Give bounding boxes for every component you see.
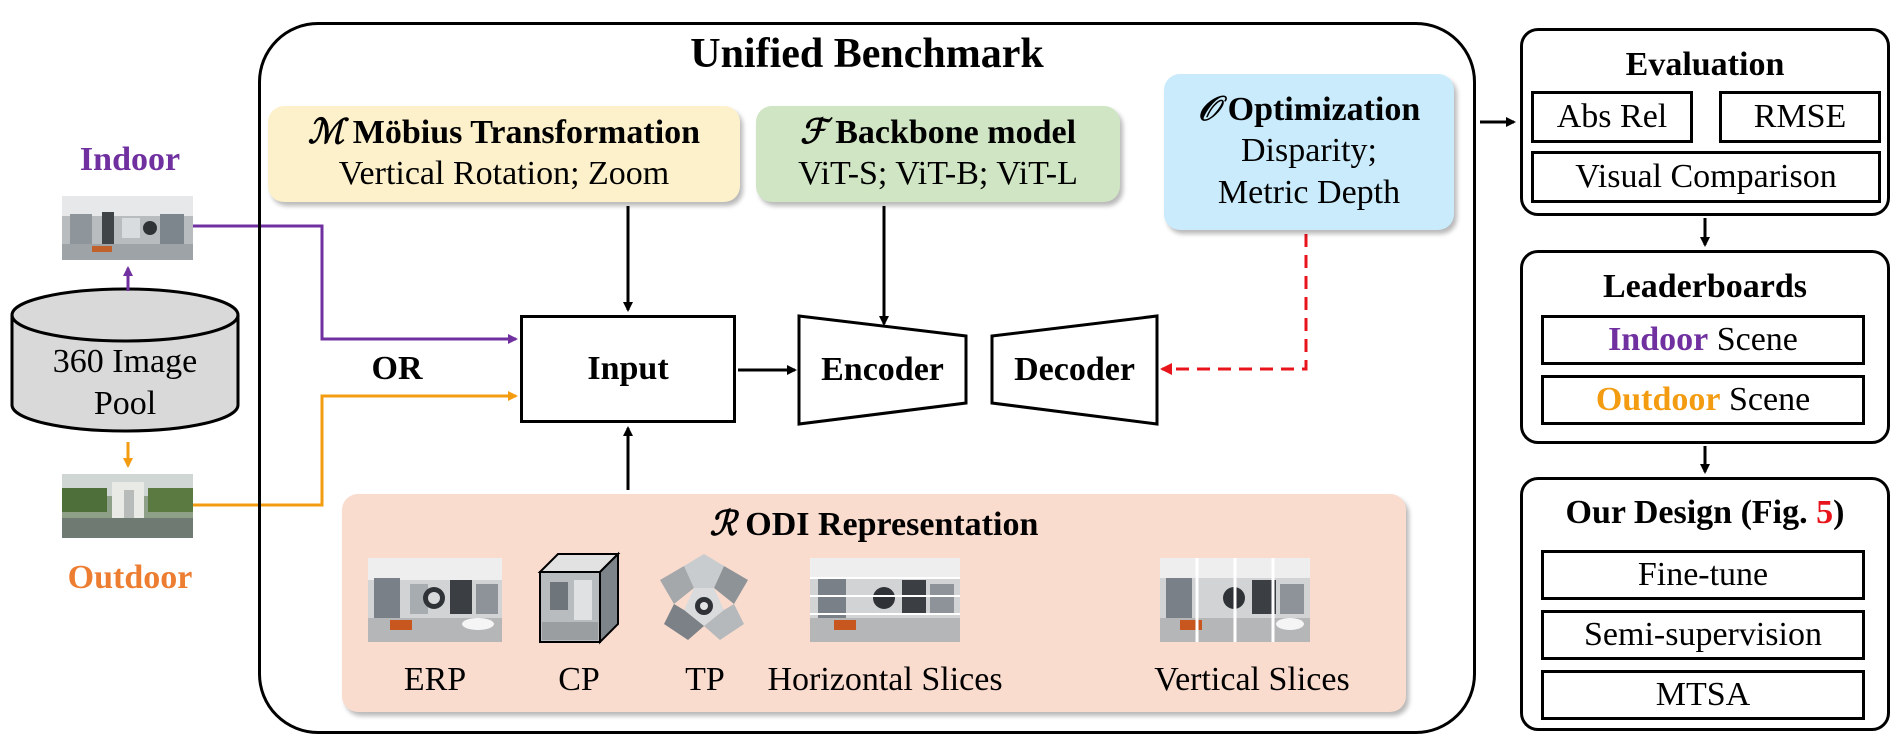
optimization-symbol: 𝒪 [1197,91,1220,128]
representation-title: ℛ ODI Representation [342,500,1406,550]
erp-image [368,558,502,642]
design-fig-number[interactable]: 5 [1816,494,1834,531]
leaderboards-title: Leaderboards [1603,268,1807,305]
cp-image [536,550,622,646]
indoor-image [62,196,193,260]
pool-line-2: Pool [93,385,157,422]
mobius-module: ℳ Möbius Transformation Vertical Rotatio… [268,106,740,202]
design-item-fine-tune: Fine-tune [1541,550,1865,600]
representation-item-tp: TP [685,661,725,698]
our-design-panel: Our Design (Fig. 5) Fine-tune Semi-super… [1520,477,1890,731]
mobius-subtitle: Vertical Rotation; Zoom [338,155,670,192]
representation-item-erp: ERP [403,661,467,698]
backbone-title: ℱ Backbone model [800,113,1076,153]
or-label: OR [371,350,423,387]
leaderboard-indoor-scene: Indoor Scene [1541,315,1865,365]
evaluation-panel: Evaluation Abs Rel RMSE Visual Compariso… [1520,28,1890,216]
backbone-module: ℱ Backbone model ViT-S; ViT-B; ViT-L [756,106,1120,202]
design-item-semi-supervision: Semi-supervision [1541,610,1865,660]
image-pool-cylinder [10,287,240,433]
leaderboards-panel: Leaderboards Indoor Scene Outdoor Scene [1520,250,1890,444]
pool-line-1: 360 Image [52,343,198,380]
design-title-prefix: Our Design (Fig. [1565,494,1817,531]
decoder-shape [990,314,1159,426]
representation-item-horizontal-slices: Horizontal Slices [767,661,1003,698]
representation-item-cp: CP [558,661,600,698]
decoder-label: Decoder [1014,351,1135,388]
backbone-title-text: Backbone model [835,114,1077,151]
indoor-label: Indoor [79,141,181,178]
mobius-title: ℳ Möbius Transformation [308,113,700,153]
representation-item-vertical-slices: Vertical Slices [1154,661,1350,698]
mobius-title-text: Möbius Transformation [352,114,701,151]
indoor-to-input-arrow [193,224,518,344]
leaderboard-indoor-scene-word: Scene [1716,321,1798,358]
optimization-to-decoder-arrow [1160,234,1308,375]
design-item-mtsa: MTSA [1541,670,1865,720]
representation-title-text: ODI Representation [745,506,1039,543]
optimization-line-1: Disparity; [1241,132,1377,169]
leaderboard-indoor-word: Indoor [1608,321,1709,358]
metric-visual-comparison: Visual Comparison [1531,151,1881,203]
encoder-label: Encoder [821,351,944,388]
backbone-symbol: ℱ [799,114,827,151]
outdoor-to-input-arrow [193,391,518,507]
unified-benchmark-frame [258,22,1476,734]
backbone-subtitle: ViT-S; ViT-B; ViT-L [798,155,1078,192]
outdoor-label: Outdoor [67,559,193,596]
optimization-module: 𝒪 Optimization Disparity; Metric Depth [1164,74,1454,230]
mobius-symbol: ℳ [307,114,345,151]
input-block: Input [520,315,736,423]
metric-rmse: RMSE [1719,91,1881,143]
leaderboard-outdoor-scene: Outdoor Scene [1541,375,1865,425]
tp-image [654,548,754,646]
design-title-suffix: ) [1833,494,1845,531]
leaderboard-outdoor-scene-word: Scene [1729,381,1811,418]
optimization-title-text: Optimization [1227,91,1421,128]
outdoor-image [62,474,193,538]
optimization-title: 𝒪 Optimization [1198,90,1421,130]
representation-symbol: ℛ [709,506,737,543]
encoder-shape [797,314,968,426]
optimization-line-2: Metric Depth [1217,174,1401,211]
horizontal-slices-image [810,558,960,642]
evaluation-title: Evaluation [1625,46,1785,83]
metric-abs-rel: Abs Rel [1531,91,1693,143]
image-pool-label: 360 Image Pool [12,338,238,428]
design-title: Our Design (Fig. 5) [1523,490,1887,536]
odi-representation-module: ℛ ODI Representation [342,494,1406,712]
vertical-slices-image [1160,558,1310,642]
leaderboard-outdoor-word: Outdoor [1595,381,1721,418]
benchmark-title: Unified Benchmark [690,31,1044,77]
